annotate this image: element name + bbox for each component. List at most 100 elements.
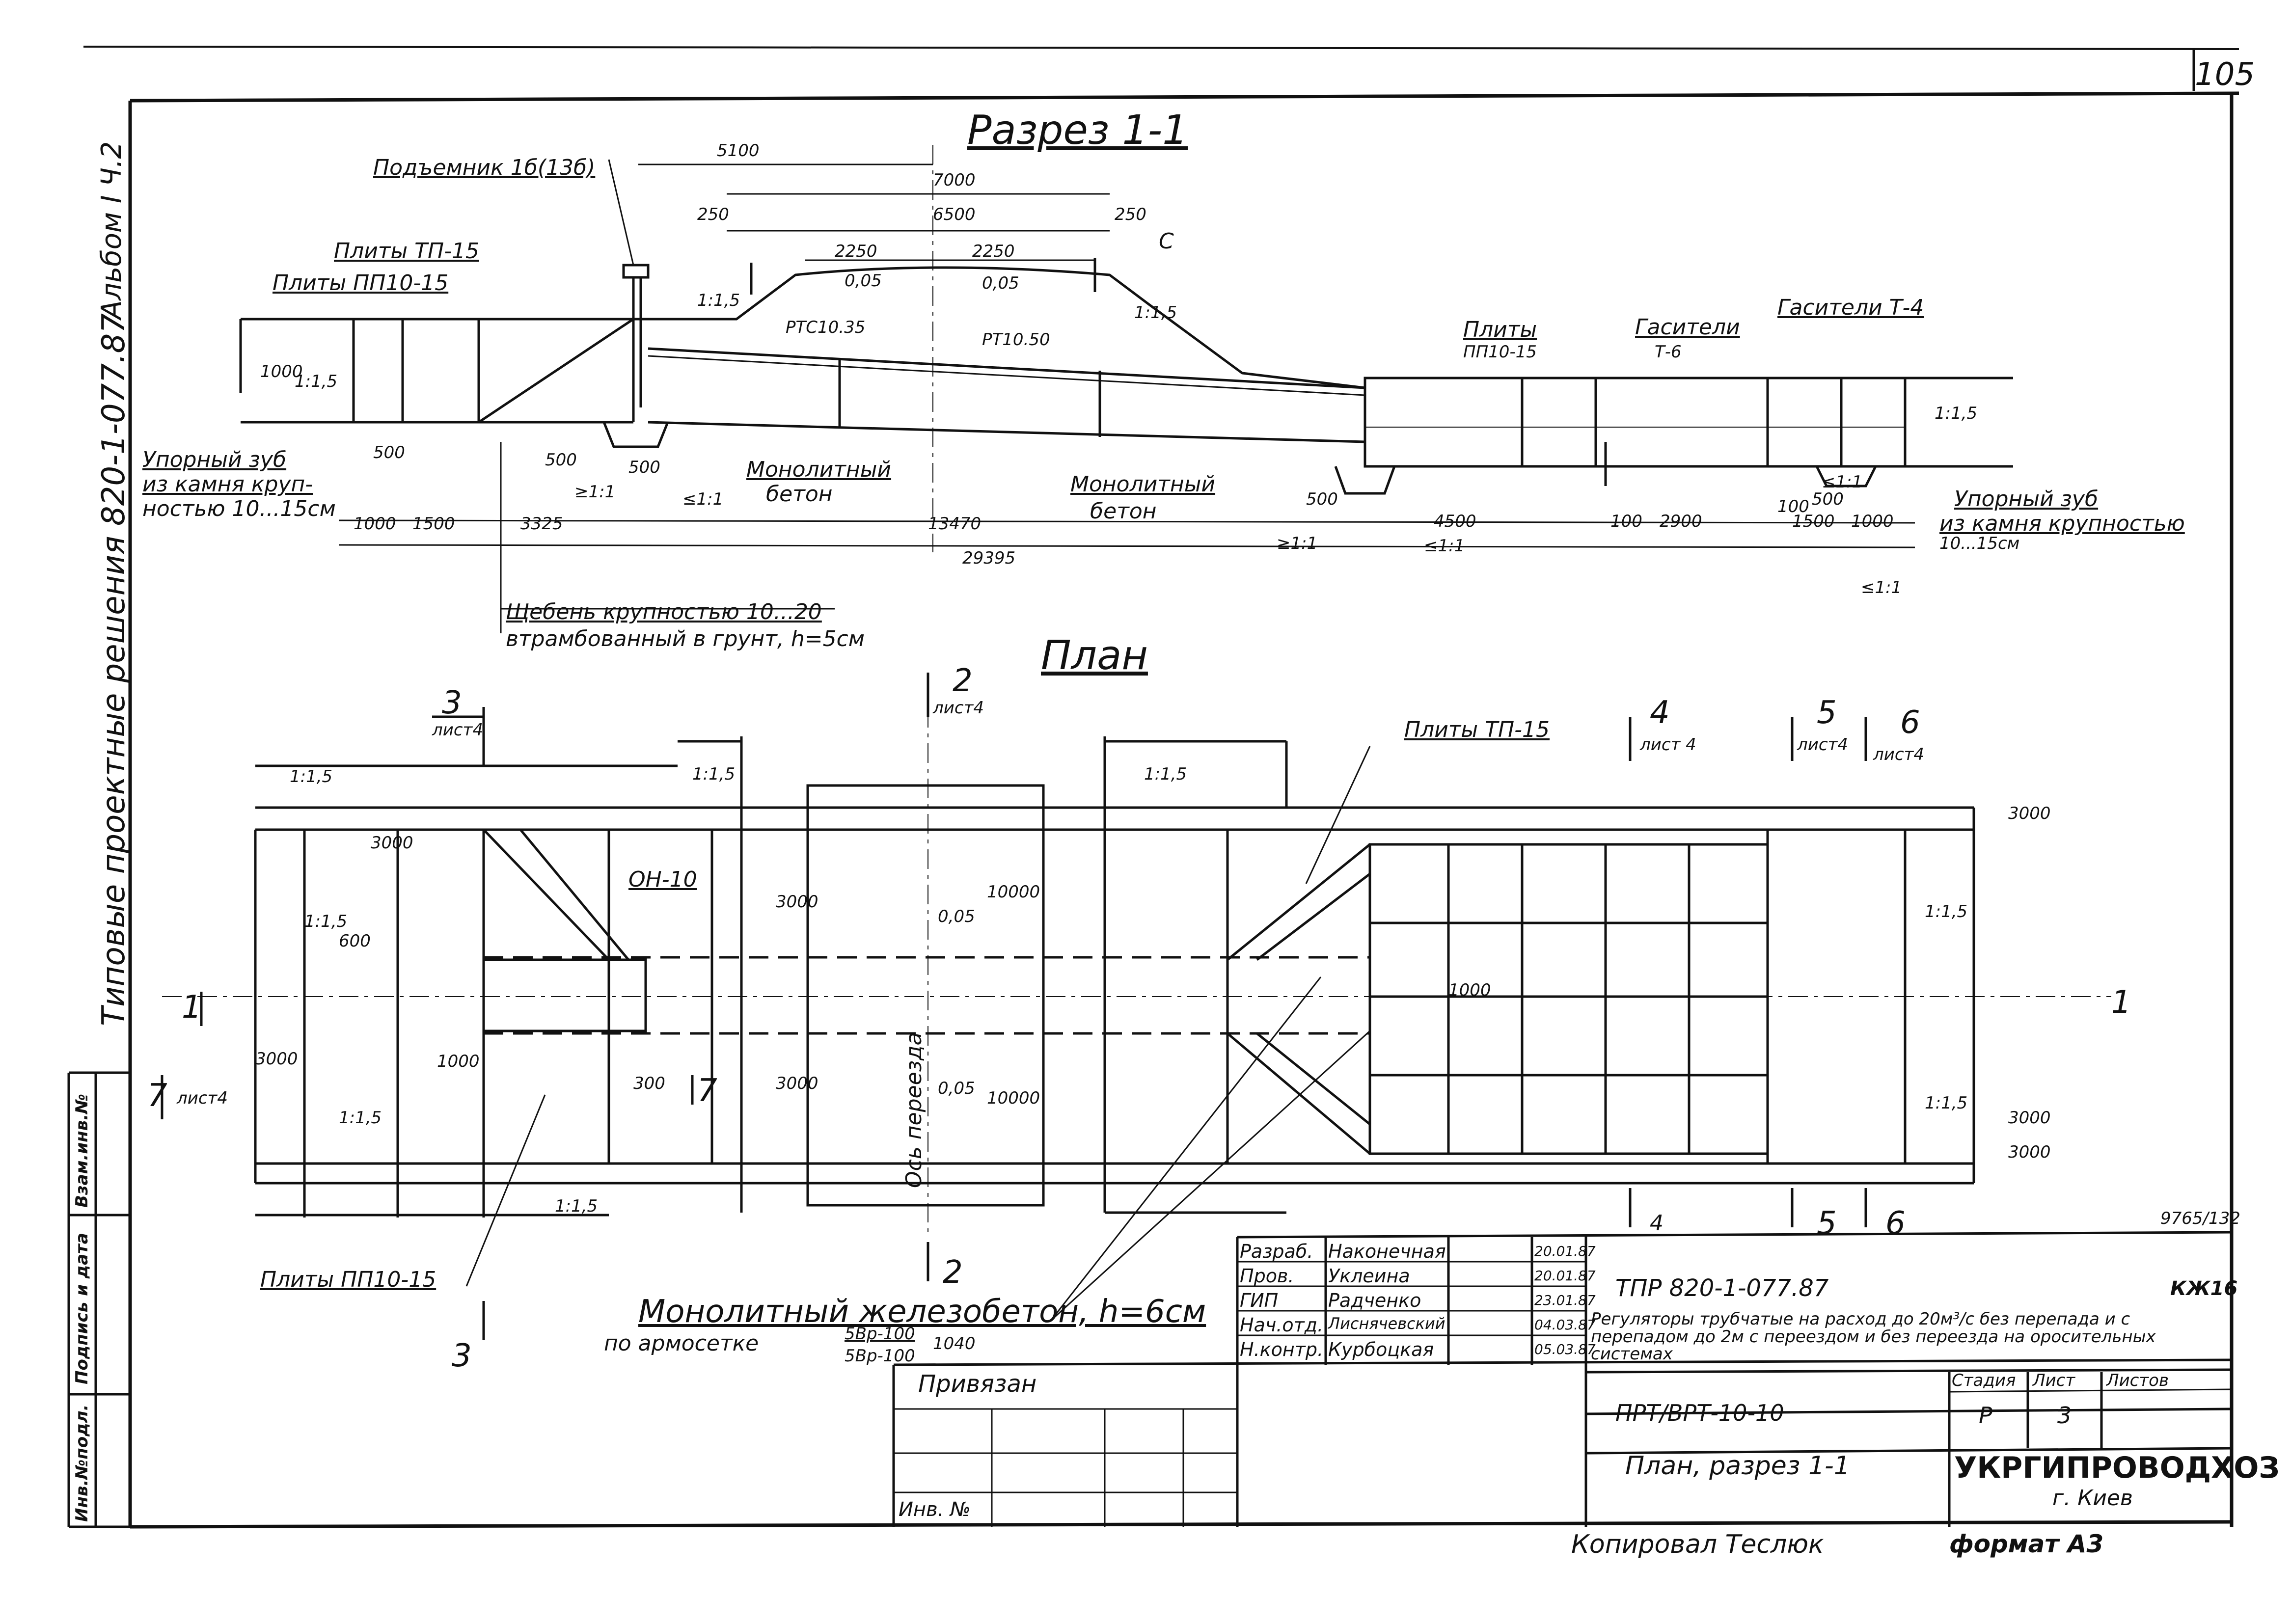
label-stop-left2: из камня круп- — [142, 472, 313, 497]
tb-format: формат А3 — [1949, 1530, 2104, 1558]
tb-date: 20.01.87 — [1534, 1268, 1596, 1284]
label-plates-pp: Плиты ПП10-15 — [273, 271, 449, 296]
side-stamp-1: Взам.инв.№ — [72, 1094, 92, 1208]
dim-text: 1:1,5 — [1935, 404, 1978, 423]
cut-number: 1 — [182, 989, 202, 1026]
side-stamp-2: Подпись и дата — [72, 1233, 92, 1384]
cut-number: 2 — [953, 663, 973, 699]
tb-name: Радченко — [1328, 1290, 1421, 1311]
dim-text: 1000 — [1851, 512, 1894, 531]
dim-text: ≥1:1 — [574, 482, 616, 502]
tb-sheet-h: Лист — [2033, 1371, 2075, 1390]
dim-text: 1:1,5 — [339, 1108, 382, 1128]
label-gravel1: Щебень крупностью 10...20 — [506, 599, 822, 624]
cut-number: 6 — [1900, 704, 1920, 741]
dim-text: 1000 — [354, 514, 396, 534]
label-on10: ОН-10 — [628, 867, 697, 892]
label-stop-right3: 10...15см — [1939, 534, 2020, 553]
label-stop-left3: ностью 10...15см — [142, 496, 336, 521]
tb-linked: Привязан — [918, 1370, 1037, 1398]
tb-role: Разраб. — [1240, 1241, 1313, 1262]
section-1-1 — [239, 145, 2013, 633]
tb-copied: Копировал Теслюк — [1571, 1530, 1824, 1559]
label-dampers1b: Т-6 — [1655, 342, 1682, 362]
page-number: 105 — [2195, 56, 2255, 93]
dim-text: 1:1,5 — [697, 291, 740, 310]
label-dampers1: Гасители — [1635, 315, 1740, 340]
dim-text: 4500 — [1434, 512, 1476, 531]
dim-text: 3000 — [255, 1049, 298, 1069]
series-label: Типовые проектные решения 820-1-077.87 — [96, 313, 132, 1026]
dim-text: 2250 — [835, 242, 877, 261]
cut-number: 4 — [1650, 1211, 1664, 1236]
dim-text: 3000 — [2008, 1108, 2051, 1128]
label-plates-right2: ПП10-15 — [1463, 342, 1537, 362]
label-concrete2a: Монолитный — [1070, 472, 1216, 497]
dim-text: 13470 — [928, 514, 982, 534]
dim-text: 10000 — [987, 882, 1040, 902]
cut-number: 6 — [1885, 1205, 1906, 1242]
dim-text: 1000 — [437, 1052, 480, 1071]
dim-text: 29395 — [962, 548, 1016, 568]
label-mesh-bot: 5Вр-100 — [845, 1346, 915, 1366]
tb-city: г. Киев — [2052, 1486, 2133, 1511]
dim-text: 1500 — [1792, 512, 1835, 531]
dim-text: 1:1,5 — [1925, 1093, 1968, 1113]
dim-text: 500 — [545, 450, 577, 470]
dim-text: 500 — [1812, 489, 1844, 509]
dim-text: 0,05 — [845, 271, 882, 291]
dim-text: ≤1:1 — [682, 489, 724, 509]
tb-sheets-h: Листов — [2106, 1371, 2169, 1390]
tb-name: Уклеина — [1328, 1265, 1410, 1287]
dim-text: 500 — [1306, 489, 1338, 509]
dim-text: 1:1,5 — [555, 1196, 598, 1216]
dim-text: 0,05 — [938, 907, 975, 926]
label-c: С — [1159, 229, 1174, 254]
dim-text: 100 — [1610, 512, 1642, 531]
tb-mark: КЖ16 — [2170, 1277, 2238, 1300]
label-plates-tp: Плиты ТП-15 — [334, 239, 479, 264]
side-stamp-3: Инв.№подл. — [72, 1404, 92, 1522]
dim-text: 600 — [339, 931, 371, 951]
tb-name: Курбоцкая — [1328, 1339, 1434, 1360]
dim-text: 0,05 — [982, 273, 1019, 293]
plan-title: План — [1041, 632, 1148, 679]
section-title: Разрез 1-1 — [967, 107, 1188, 154]
label-concrete1a: Монолитный — [746, 457, 892, 482]
dim-text: 6500 — [933, 205, 976, 224]
dim-text: 250 — [1115, 205, 1146, 224]
tb-role: Нач.отд. — [1240, 1314, 1324, 1336]
dim-text: 250 — [697, 205, 729, 224]
cut-sheet: лист4 — [432, 720, 483, 740]
label-axis: Ось переезда — [901, 1032, 927, 1188]
dim-text: ≤1:1 — [1424, 536, 1465, 556]
dim-text: 10000 — [987, 1088, 1040, 1108]
tb-role: Пров. — [1240, 1265, 1294, 1287]
dim-text: 3000 — [776, 1074, 818, 1093]
label-stop-right1: Упорный зуб — [1954, 487, 2099, 512]
cut-number: 5 — [1817, 695, 1837, 731]
cut-number: 4 — [1650, 695, 1670, 731]
dim-text: 100 — [1777, 497, 1809, 516]
cut-number: 5 — [1817, 1205, 1837, 1242]
tb-org: УКРГИПРОВОДХОЗ — [1954, 1451, 2280, 1485]
cut-sheet: лист4 — [1873, 745, 1924, 764]
cut-sheet: лист4 — [933, 698, 984, 718]
label-mono1: Монолитный железобетон, h=6см — [638, 1294, 1206, 1330]
label-plates-right: Плиты — [1463, 317, 1537, 342]
dim-text: 3000 — [2008, 1142, 2051, 1162]
dim-text: 1:1,5 — [1134, 303, 1177, 323]
dim-text: 1500 — [412, 514, 455, 534]
dim-text: 1000 — [260, 362, 303, 381]
dim-text: 1:1,5 — [295, 372, 338, 391]
plan-view — [161, 673, 2111, 1340]
label-mesh-w: 1040 — [933, 1334, 976, 1353]
dim-text: ≤1:1 — [1861, 578, 1902, 597]
dim-text: ≥1:1 — [1277, 534, 1318, 553]
cut-number: 7 — [697, 1073, 717, 1109]
tb-description: Регуляторы трубчатые на расход до 20м³/с… — [1591, 1309, 2156, 1364]
label-mono2: по армосетке — [604, 1331, 759, 1356]
album-label: Альбом І Ч.2 — [96, 141, 128, 319]
label-pipe2: РТ10.50 — [982, 330, 1050, 350]
